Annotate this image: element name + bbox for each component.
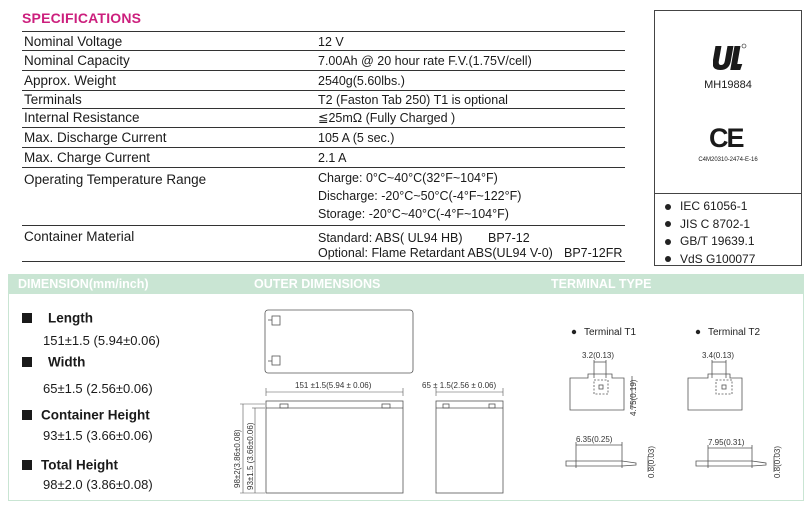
standard-item: VdS G100077 — [665, 251, 755, 269]
dimension-total-height-value: 98±2.0 (3.86±0.08) — [43, 477, 153, 492]
spec-label: Max. Charge Current — [24, 150, 151, 165]
bullet-icon — [665, 238, 671, 245]
spec-row-max-charge: Max. Charge Current 2.1 A — [22, 148, 625, 168]
square-bullet-icon — [22, 312, 32, 323]
total-height-dimension-label: 98±2(3.86±0.08) — [233, 429, 242, 488]
dimension-container-height-value: 93±1.5 (3.66±0.06) — [43, 428, 153, 443]
standard-item: JIS C 8702-1 — [665, 216, 755, 234]
spec-value: 7.00Ah @ 20 hour rate F.V.(1.75V/cell) — [318, 54, 532, 68]
width-dimension-label: 65 ± 1.5(2.56 ± 0.06) — [422, 381, 496, 390]
terminal-t2-thickness-label: 0.8(0.03) — [773, 446, 782, 478]
spec-label: Terminals — [24, 92, 82, 107]
square-bullet-icon — [22, 356, 32, 367]
spec-material-optional-model: BP7-12FR — [564, 246, 623, 260]
dimension-total-height: Total Height — [22, 456, 118, 474]
terminal-t1-length-label: 6.35(0.25) — [576, 435, 613, 444]
terminal-type-heading: TERMINAL TYPE — [551, 277, 652, 291]
terminal-t2-side-view — [695, 445, 775, 472]
spec-label: Nominal Voltage — [24, 34, 123, 49]
bullet-icon — [665, 221, 671, 228]
ce-mark-icon: CE — [709, 123, 744, 153]
standards-list: IEC 61056-1 JIS C 8702-1 GB/T 19639.1 Vd… — [665, 198, 755, 268]
dimension-frame — [8, 294, 804, 501]
dimension-width-value: 65±1.5 (2.56±0.06) — [43, 381, 153, 396]
terminal-t2-top-view — [687, 360, 743, 411]
spec-row-nominal-capacity: Nominal Capacity 7.00Ah @ 20 hour rate F… — [22, 51, 625, 71]
spec-label: Operating Temperature Range — [24, 172, 207, 187]
length-dimension-label: 151 ±1.5(5.94 ± 0.06) — [295, 381, 372, 390]
terminal-t1-thickness-label: 0.8(0.03) — [647, 446, 656, 478]
bullet-icon — [571, 329, 577, 335]
spec-material-optional: Optional: Flame Retardant ABS(UL94 V-0) — [318, 246, 553, 260]
dimension-header-bar: DIMENSION(mm/inch) OUTER DIMENSIONS TERM… — [8, 274, 804, 294]
height-dimension-lines — [240, 403, 265, 494]
spec-label: Container Material — [24, 229, 135, 244]
spec-row-operating-temperature: Operating Temperature Range Charge: 0°C~… — [22, 168, 625, 226]
bullet-icon — [665, 203, 671, 210]
spec-row-terminals: Terminals T2 (Faston Tab 250) T1 is opti… — [22, 91, 625, 109]
dimension-width: Width — [22, 353, 85, 371]
spec-label: Max. Discharge Current — [24, 130, 167, 145]
spec-material-standard-model: BP7-12 — [488, 231, 530, 245]
spec-value: 2.1 A — [318, 151, 347, 165]
spec-row-max-discharge: Max. Discharge Current 105 A (5 sec.) — [22, 128, 625, 148]
battery-side-view — [435, 400, 504, 494]
outer-dimensions-heading: OUTER DIMENSIONS — [254, 277, 381, 291]
spec-row-internal-resistance: Internal Resistance ≦25mΩ (Fully Charged… — [22, 109, 625, 128]
spec-label: Nominal Capacity — [24, 53, 130, 68]
terminal-t2-label: Terminal T2 — [708, 327, 760, 338]
terminal-t1-top-view — [569, 360, 633, 411]
spec-temp-charge: Charge: 0°C~40°C(32°F~104°F) — [318, 171, 498, 185]
spec-value: 2540g(5.60lbs.) — [318, 74, 405, 88]
spec-value: ≦25mΩ (Fully Charged ) — [318, 111, 456, 125]
dimension-heading: DIMENSION(mm/inch) — [18, 277, 149, 291]
terminal-t1-height-label: 4.75(0.19) — [629, 379, 638, 416]
terminal-t2-width-label: 3.4(0.13) — [702, 351, 734, 360]
width-dimension-line — [435, 388, 504, 396]
specifications-table: Nominal Voltage 12 V Nominal Capacity 7.… — [22, 31, 625, 262]
dimension-length: Length — [22, 309, 93, 327]
ul-file-number: MH19884 — [704, 79, 752, 91]
specifications-title: SPECIFICATIONS — [22, 10, 142, 26]
ce-certificate-number: C4M20310-2474-E-16 — [698, 157, 758, 163]
container-height-dimension-label: 93±1.5 (3.66±0.06) — [246, 422, 255, 490]
spec-value: 12 V — [318, 35, 344, 49]
dimension-length-value: 151±1.5 (5.94±0.06) — [43, 333, 160, 348]
spec-temp-discharge: Discharge: -20°C~50°C(-4°F~122°F) — [318, 189, 522, 203]
spec-value: T2 (Faston Tab 250) T1 is optional — [318, 93, 508, 107]
spec-row-nominal-voltage: Nominal Voltage 12 V — [22, 31, 625, 51]
square-bullet-icon — [22, 409, 32, 420]
spec-row-approx-weight: Approx. Weight 2540g(5.60lbs.) — [22, 71, 625, 91]
spec-value: 105 A (5 sec.) — [318, 131, 395, 145]
certification-divider — [655, 193, 801, 194]
spec-label: Approx. Weight — [24, 73, 117, 88]
dimension-container-height: Container Height — [22, 406, 150, 424]
terminal-t2-length-label: 7.95(0.31) — [708, 438, 745, 447]
spec-material-standard: Standard: ABS( UL94 HB) — [318, 231, 463, 245]
battery-top-view — [264, 309, 414, 374]
standard-item: IEC 61056-1 — [665, 198, 755, 216]
length-dimension-line — [265, 388, 404, 396]
square-bullet-icon — [22, 459, 32, 470]
bullet-icon — [695, 329, 701, 335]
spec-label: Internal Resistance — [24, 110, 140, 125]
standard-item: GB/T 19639.1 — [665, 233, 755, 251]
spec-row-container-material: Container Material Standard: ABS( UL94 H… — [22, 226, 625, 262]
terminal-t1-side-view — [565, 442, 649, 472]
terminal-t1-width-label: 3.2(0.13) — [582, 351, 614, 360]
certification-box: MH19884 CE C4M20310-2474-E-16 IEC 61056-… — [654, 10, 802, 266]
outer-dimensions-drawing: 151 ±1.5(5.94 ± 0.06) 98±2(3.86±0.08) 93… — [233, 309, 504, 494]
bullet-icon — [665, 256, 671, 263]
battery-front-view — [265, 400, 404, 494]
terminal-t1-label: Terminal T1 — [584, 327, 636, 338]
ul-recognized-icon — [713, 43, 747, 70]
spec-temp-storage: Storage: -20°C~40°C(-4°F~104°F) — [318, 207, 509, 221]
terminal-drawings: Terminal T1 3.2(0.13) 4.75(0.19) 6.35(0.… — [565, 327, 782, 478]
